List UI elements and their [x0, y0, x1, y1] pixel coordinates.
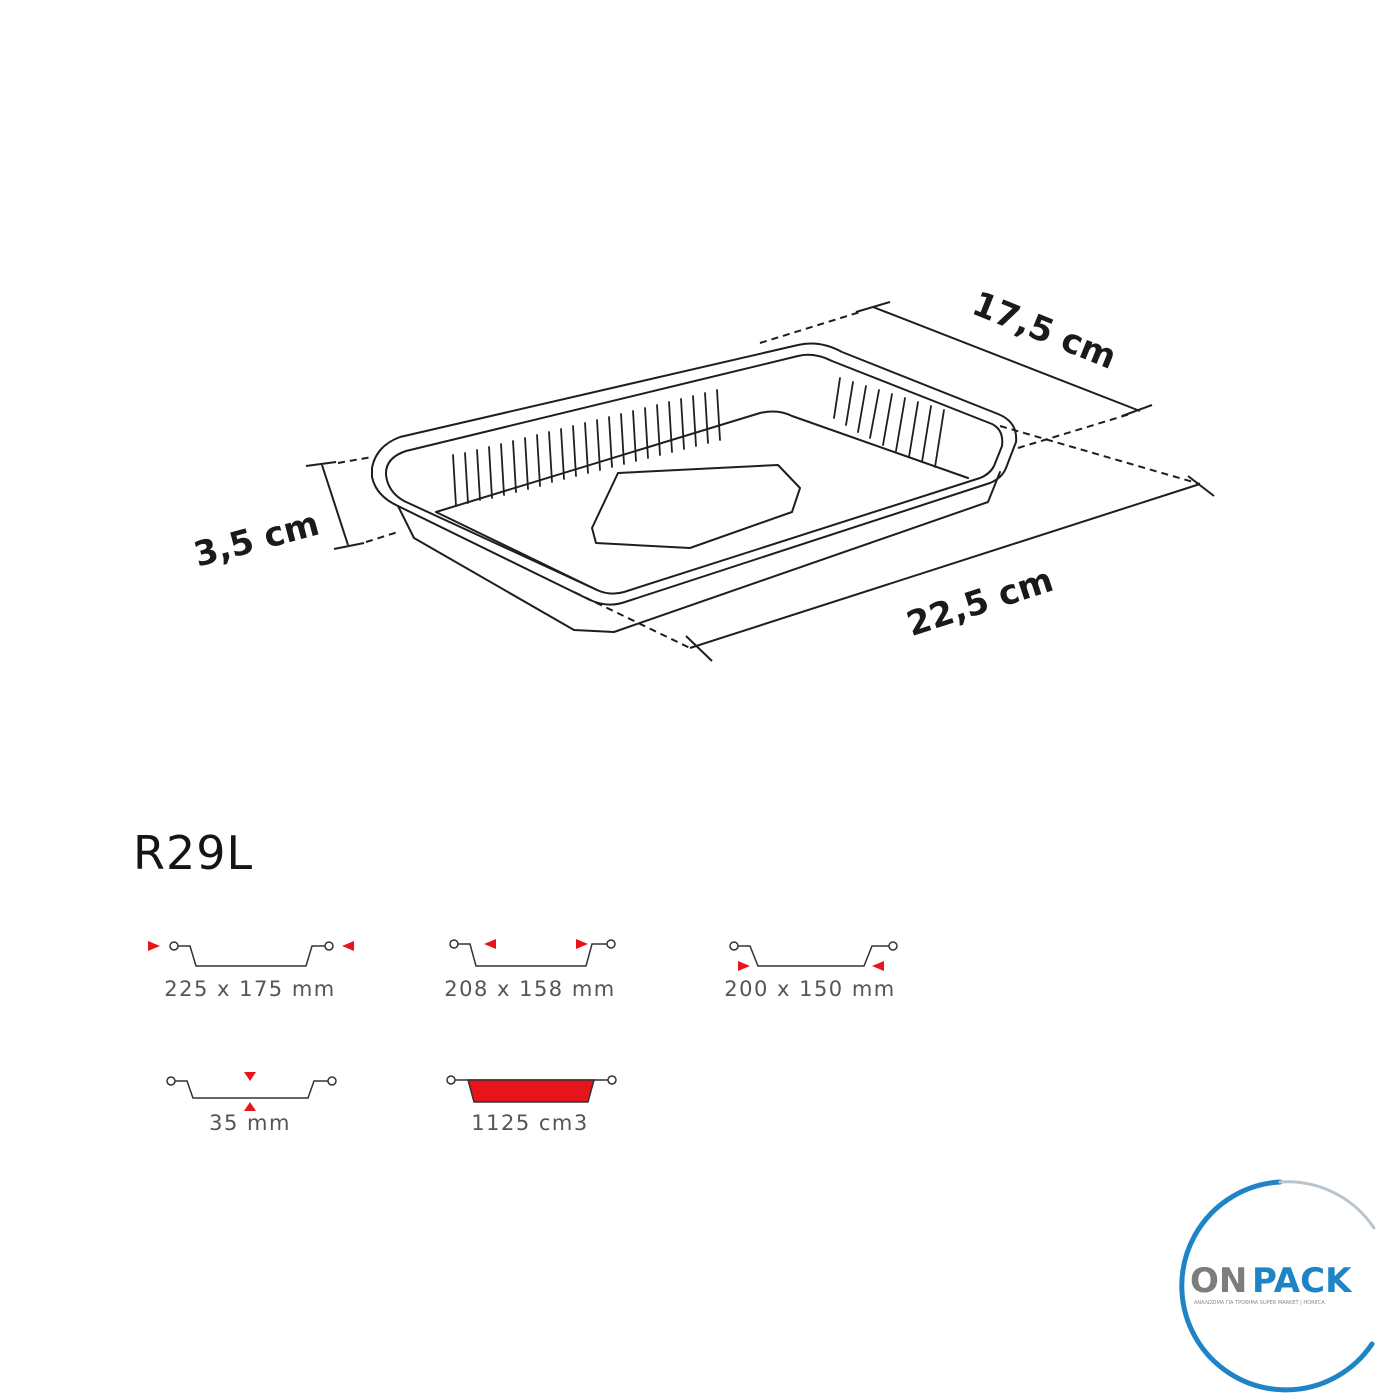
profile-height-icon [166, 1072, 337, 1111]
spec-label-top-inner: 208 x 158 mm [444, 977, 616, 1001]
model-code: R29L [133, 826, 254, 880]
profile-volume-icon [446, 1075, 617, 1103]
tray-body [397, 471, 1001, 633]
tray-ribs-long-wall [452, 389, 721, 507]
spec-label-bottom: 200 x 150 mm [724, 977, 896, 1001]
logo-text-pack: PACK [1252, 1261, 1353, 1301]
logo-tagline: ΑΝΑΛΩΣΙΜΑ ΓΙΑ ΤΡΟΦΙΜΑ SUPER MARKET | HOR… [1194, 1300, 1325, 1306]
tray-outer-rim [371, 342, 1018, 606]
width-dimension-line [872, 306, 1141, 412]
depth-dimension-line [321, 464, 349, 546]
profile-outer-width-icon [148, 941, 354, 967]
spec-top-inner: 208 x 158 mm [410, 930, 650, 1020]
tray-drawing: 3,5 cm 17,5 cm 22,5 cm [190, 284, 1215, 662]
spec-top-outer: 225 x 175 mm [130, 930, 370, 1020]
tray-floor [435, 410, 969, 513]
spec-bottom: 200 x 150 mm [690, 930, 930, 1020]
spec-label-volume: 1125 cm3 [471, 1111, 589, 1135]
logo-text-on: ON [1190, 1261, 1247, 1301]
spec-label-height: 35 mm [209, 1111, 291, 1135]
onpack-logo: ON PACK ΑΝΑΛΩΣΙΜΑ ΓΙΑ ΤΡΟΦΙΜΑ SUPER MARK… [1179, 1179, 1376, 1393]
length-dimension-line [689, 483, 1201, 649]
depth-dimension-label: 3,5 cm [190, 504, 324, 576]
spec-volume: 1125 cm3 [410, 1064, 650, 1154]
spec-height: 35 mm [130, 1064, 370, 1154]
tray-label-stamp [591, 464, 801, 549]
width-dimension-label: 17,5 cm [967, 284, 1122, 378]
profile-inner-width-icon [449, 939, 616, 967]
spec-label-top-outer: 225 x 175 mm [164, 977, 336, 1001]
profile-bottom-width-icon [729, 941, 898, 971]
tray-ribs-short-wall [833, 377, 945, 468]
